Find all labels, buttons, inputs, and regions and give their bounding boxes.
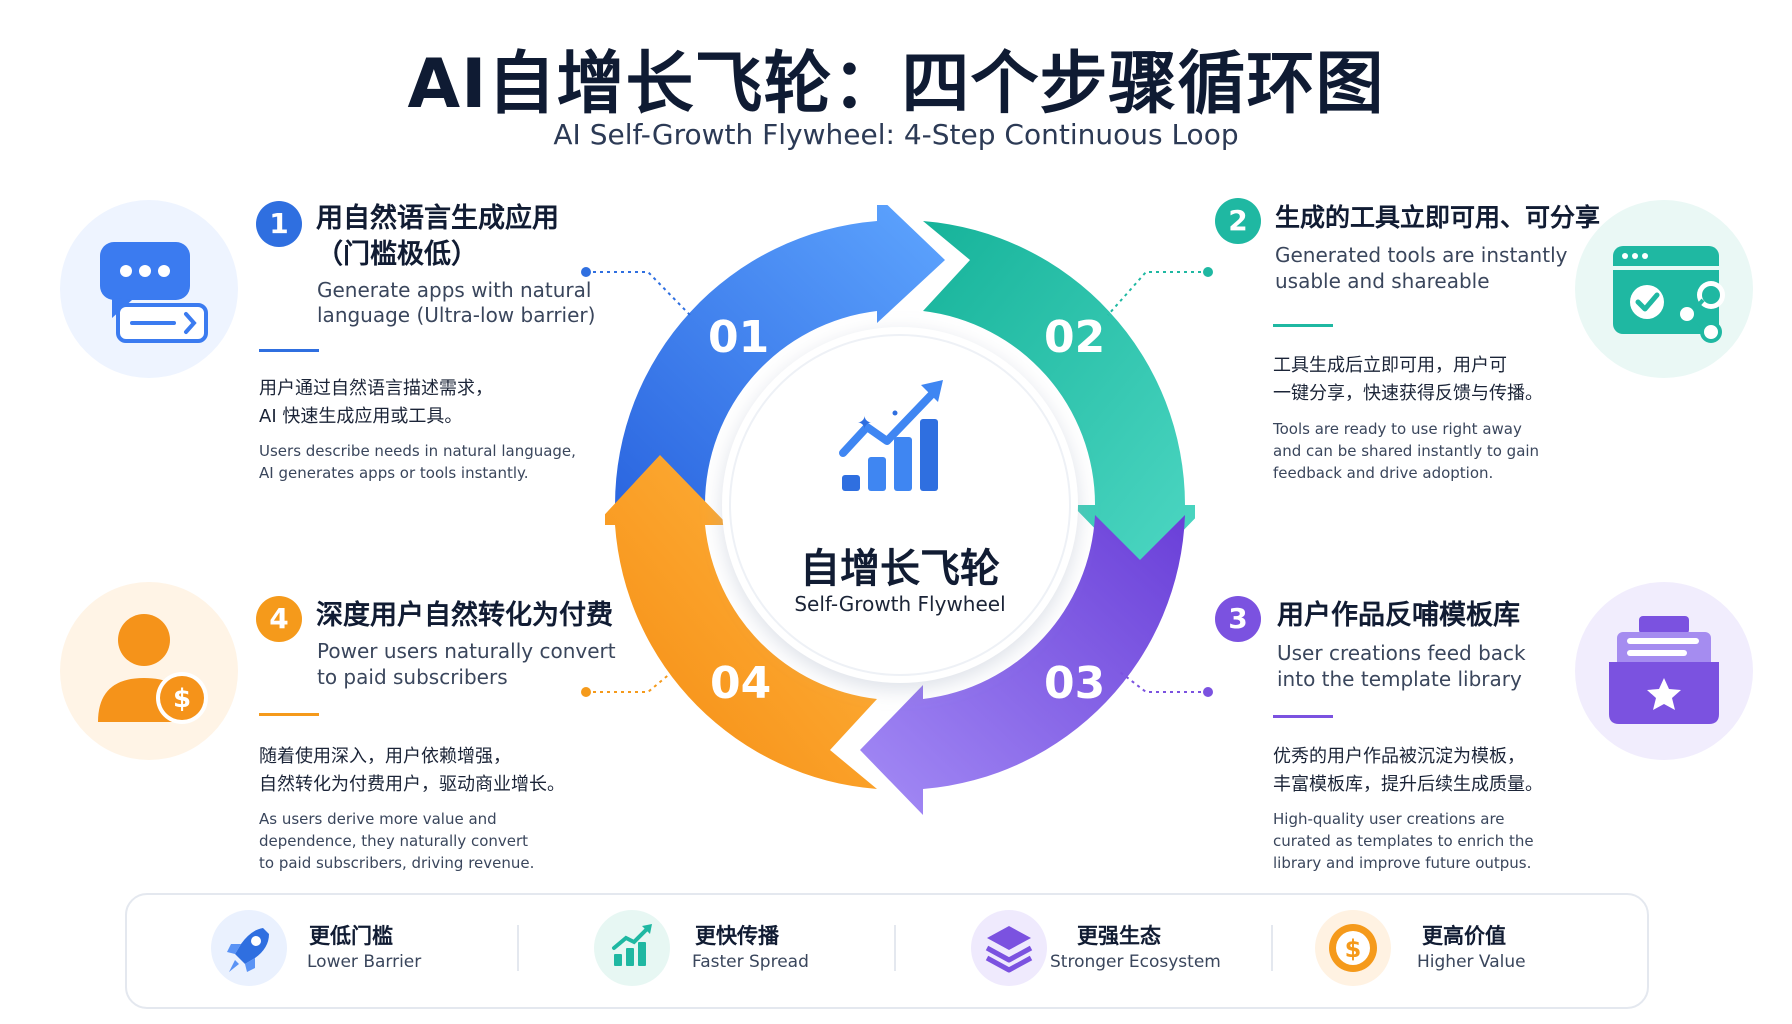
center-title-cn: 自增长飞轮	[800, 546, 1000, 592]
benefit3-title-cn: 更强生态	[1077, 924, 1161, 948]
step3-desc-cn-line2: 丰富模板库，提升后续生成质量。	[1273, 774, 1543, 795]
step2-title-en-line2: usable and shareable	[1275, 269, 1490, 293]
step3-title-en-line2: into the template library	[1277, 667, 1522, 691]
step2-badge: 2	[1215, 198, 1261, 244]
coin-icon: $	[1329, 924, 1377, 972]
benefit-divider-2	[894, 925, 896, 971]
step3-divider	[1273, 715, 1333, 718]
step3-desc-cn-line1: 优秀的用户作品被沉淀为模板，	[1273, 746, 1525, 767]
browser-check-share-icon	[1613, 246, 1725, 343]
step4-desc-en-line1: As users derive more value and	[259, 810, 497, 828]
step1-desc-cn-line1: 用户通过自然语言描述需求，	[259, 378, 493, 399]
benefit4-title-en: Higher Value	[1417, 952, 1526, 972]
svg-text:$: $	[173, 684, 191, 714]
layers-icon	[985, 926, 1033, 973]
step1-desc-en-line1: Users describe needs in natural language…	[259, 442, 576, 460]
step2-title-en-line1: Generated tools are instantly	[1275, 243, 1568, 267]
chat-bubble-icon	[100, 242, 208, 343]
step1-title-cn-line2: （门槛极低）	[316, 239, 478, 270]
step4-icon-circle: $	[60, 582, 238, 760]
step2-desc-cn-line1: 工具生成后立即可用，用户可	[1273, 355, 1507, 376]
step1-desc-cn-line2: AI 快速生成应用或工具。	[259, 406, 463, 427]
step1-icon-circle	[60, 200, 238, 378]
step1-title-cn-line1: 用自然语言生成应用	[316, 203, 559, 234]
step2-title-cn-line1: 生成的工具立即可用、可分享	[1275, 203, 1601, 232]
page-subtitle: AI Self-Growth Flywheel: 4-Step Continuo…	[553, 118, 1239, 151]
step1-desc-en-line2: AI generates apps or tools instantly.	[259, 464, 529, 482]
step4-title-cn-line1: 深度用户自然转化为付费	[316, 600, 613, 631]
benefit-divider-1	[517, 925, 519, 971]
step1-title-en-line1: Generate apps with natural	[317, 278, 592, 302]
benefit4-icon-circle: $	[1315, 910, 1391, 986]
flywheel-diagram: ✦	[605, 205, 1195, 815]
page-title: AI自增长飞轮：四个步骤循环图	[407, 45, 1385, 124]
step3-title-cn-line1: 用户作品反哺模板库	[1277, 600, 1520, 631]
ring-label-03: 03	[1044, 658, 1106, 709]
benefit3-icon-circle	[971, 910, 1047, 986]
step2-desc-en-line1: Tools are ready to use right away	[1273, 420, 1522, 438]
step1-title-en-line2: language (Ultra-low barrier)	[317, 303, 596, 327]
step3-desc-en-line3: library and improve future outpus.	[1273, 854, 1532, 872]
growth-chart-icon	[612, 924, 652, 966]
ring-segment-04	[605, 455, 877, 789]
step1-divider	[259, 349, 319, 352]
benefit3-title-en: Stronger Ecosystem	[1050, 952, 1221, 972]
step4-divider	[259, 713, 319, 716]
ring-label-01: 01	[708, 312, 770, 363]
rocket-icon	[227, 928, 269, 972]
ring-segment-03	[860, 515, 1185, 815]
step4-badge: 4	[256, 596, 302, 642]
step2-desc-en-line3: feedback and drive adoption.	[1273, 464, 1494, 482]
step2-icon-circle	[1575, 200, 1753, 378]
step3-icon-circle	[1575, 582, 1753, 760]
step3-desc-en-line2: curated as templates to enrich the	[1273, 832, 1534, 850]
step2-desc-cn-line2: 一键分享，快速获得反馈与传播。	[1273, 383, 1543, 404]
ring-segment-02	[923, 221, 1195, 575]
benefit2-icon-circle	[594, 910, 670, 986]
ring-label-02: 02	[1044, 312, 1106, 363]
benefit-divider-3	[1271, 925, 1273, 971]
step2-desc-en-line2: and can be shared instantly to gain	[1273, 442, 1540, 460]
step4-desc-en-line2: dependence, they naturally convert	[259, 832, 529, 850]
benefit4-title-cn: 更高价值	[1422, 924, 1506, 948]
step4-desc-cn-line1: 随着使用深入，用户依赖增强，	[259, 746, 511, 767]
center-title-en: Self-Growth Flywheel	[794, 592, 1006, 616]
template-box-icon	[1609, 616, 1719, 724]
step4-desc-cn-line2: 自然转化为付费用户，驱动商业增长。	[259, 774, 565, 795]
benefit2-title-en: Faster Spread	[692, 952, 809, 972]
step4-desc-en-line3: to paid subscribers, driving revenue.	[259, 854, 535, 872]
step2-divider	[1273, 324, 1333, 327]
step4-title-en-line2: to paid subscribers	[317, 665, 508, 689]
ring-segment-01	[615, 205, 945, 505]
svg-text:$: $	[1345, 935, 1362, 963]
step4-title-en-line1: Power users naturally convert	[317, 639, 616, 663]
ring-label-04: 04	[710, 658, 772, 709]
benefit1-icon-circle	[211, 910, 287, 986]
user-dollar-icon: $	[98, 614, 208, 724]
step3-badge: 3	[1215, 596, 1261, 642]
step3-title-en-line1: User creations feed back	[1277, 641, 1526, 665]
step1-badge: 1	[256, 201, 302, 247]
benefit1-title-en: Lower Barrier	[307, 952, 422, 972]
svg-text:✦: ✦	[857, 413, 872, 434]
step3-desc-en-line1: High-quality user creations are	[1273, 810, 1505, 828]
benefit2-title-cn: 更快传播	[695, 924, 779, 948]
benefit1-title-cn: 更低门槛	[309, 924, 393, 948]
benefits-bar	[125, 893, 1649, 1009]
growth-chart-icon: ✦	[839, 380, 943, 491]
